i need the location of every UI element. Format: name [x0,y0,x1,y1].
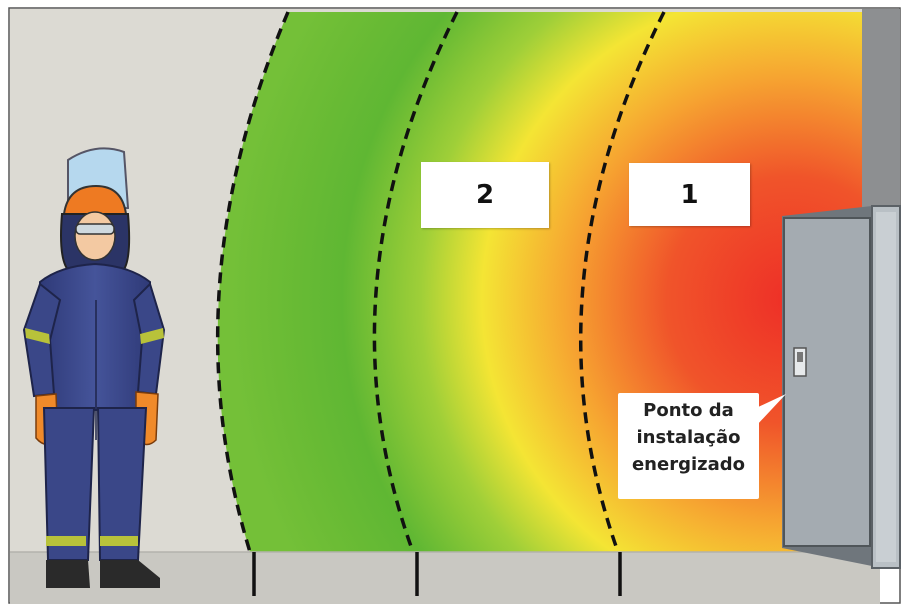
electrical-panel-icon [782,205,901,569]
callout-line-1: Ponto da [643,400,734,421]
callout-line-3: energizado [631,454,746,475]
callout-line-2: instalação [636,427,741,448]
boundary-outer-dashed [215,11,290,553]
worker-ppe-icon [22,147,166,588]
hazard-zone-gradient [217,12,863,552]
callout-pointer [756,394,786,426]
floor [10,552,880,604]
zone-1-label: 1 [629,163,750,226]
zone-2-label: 2 [421,162,549,228]
energized-point-callout: Ponto da instalação energizado [618,393,759,499]
